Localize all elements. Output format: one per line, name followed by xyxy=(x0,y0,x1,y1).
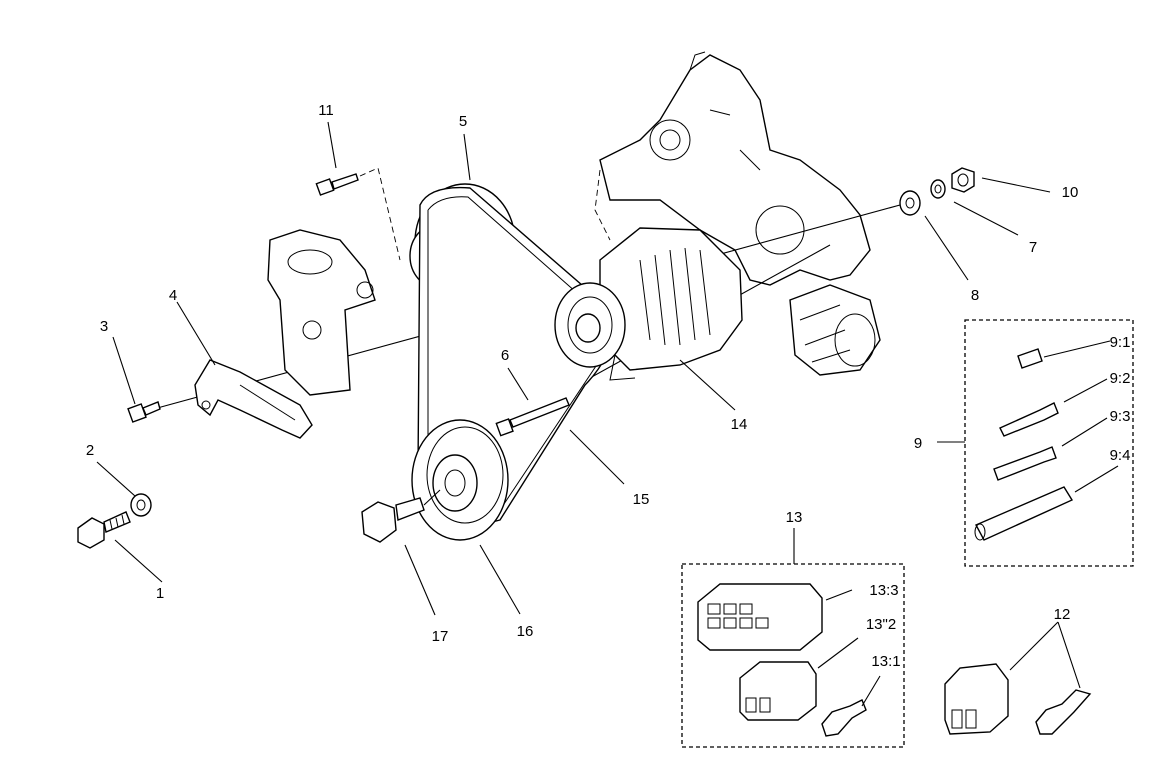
washer-2 xyxy=(130,493,152,517)
label-6: 6 xyxy=(501,347,509,364)
crankshaft-pulley-16 xyxy=(411,419,509,541)
engine-timing-cover xyxy=(594,51,871,286)
oil-filter xyxy=(789,284,881,376)
label-16: 16 xyxy=(517,623,534,640)
label-1: 1 xyxy=(156,585,164,602)
pin-9-1 xyxy=(1017,348,1043,369)
sleeve-9-4 xyxy=(975,486,1074,541)
label-9-2: 9:2 xyxy=(1110,370,1131,387)
label-13-2: 13"2 xyxy=(866,616,896,633)
label-13-3: 13:3 xyxy=(869,582,898,599)
pulley-bolt-17 xyxy=(361,489,441,543)
label-4: 4 xyxy=(169,287,177,304)
washer-8 xyxy=(899,190,921,216)
part-labels: 1 2 3 4 5 6 7 8 9 9:1 9:2 9:3 9:4 10 11 … xyxy=(86,102,1131,670)
label-10: 10 xyxy=(1062,184,1079,201)
label-11: 11 xyxy=(318,102,334,119)
alternator-mount xyxy=(267,229,376,396)
label-14: 14 xyxy=(731,416,748,433)
bolt-1 xyxy=(77,511,131,549)
lock-washer-7 xyxy=(930,179,946,199)
bolt-3 xyxy=(127,401,161,423)
nut-10 xyxy=(951,167,975,193)
connector-kit-13 xyxy=(681,563,905,748)
leader-lines xyxy=(96,121,1119,707)
label-9: 9 xyxy=(914,435,922,452)
label-13-1: 13:1 xyxy=(871,653,900,670)
connector-12 xyxy=(944,663,1092,735)
terminal-13-1 xyxy=(821,699,867,737)
label-9-3: 9:3 xyxy=(1110,408,1131,425)
label-7: 7 xyxy=(1029,239,1037,256)
label-9-4: 9:4 xyxy=(1110,447,1131,464)
housing-13-3 xyxy=(697,583,823,651)
label-15: 15 xyxy=(633,491,650,508)
label-2: 2 xyxy=(86,442,94,459)
pin-9-3 xyxy=(993,446,1057,481)
pin-9-2 xyxy=(999,402,1059,437)
bolt-11 xyxy=(315,167,401,261)
connector-kit-9 xyxy=(964,319,1134,567)
label-12: 12 xyxy=(1054,606,1071,623)
alternator-14 xyxy=(554,227,743,381)
bolt-6 xyxy=(495,397,570,437)
housing-13-2 xyxy=(739,661,817,721)
label-3: 3 xyxy=(100,318,108,335)
label-17: 17 xyxy=(432,628,449,645)
label-13: 13 xyxy=(786,509,803,526)
adjusting-bracket-4 xyxy=(194,359,313,439)
label-5: 5 xyxy=(459,113,467,130)
label-8: 8 xyxy=(971,287,979,304)
label-9-1: 9:1 xyxy=(1110,334,1131,351)
